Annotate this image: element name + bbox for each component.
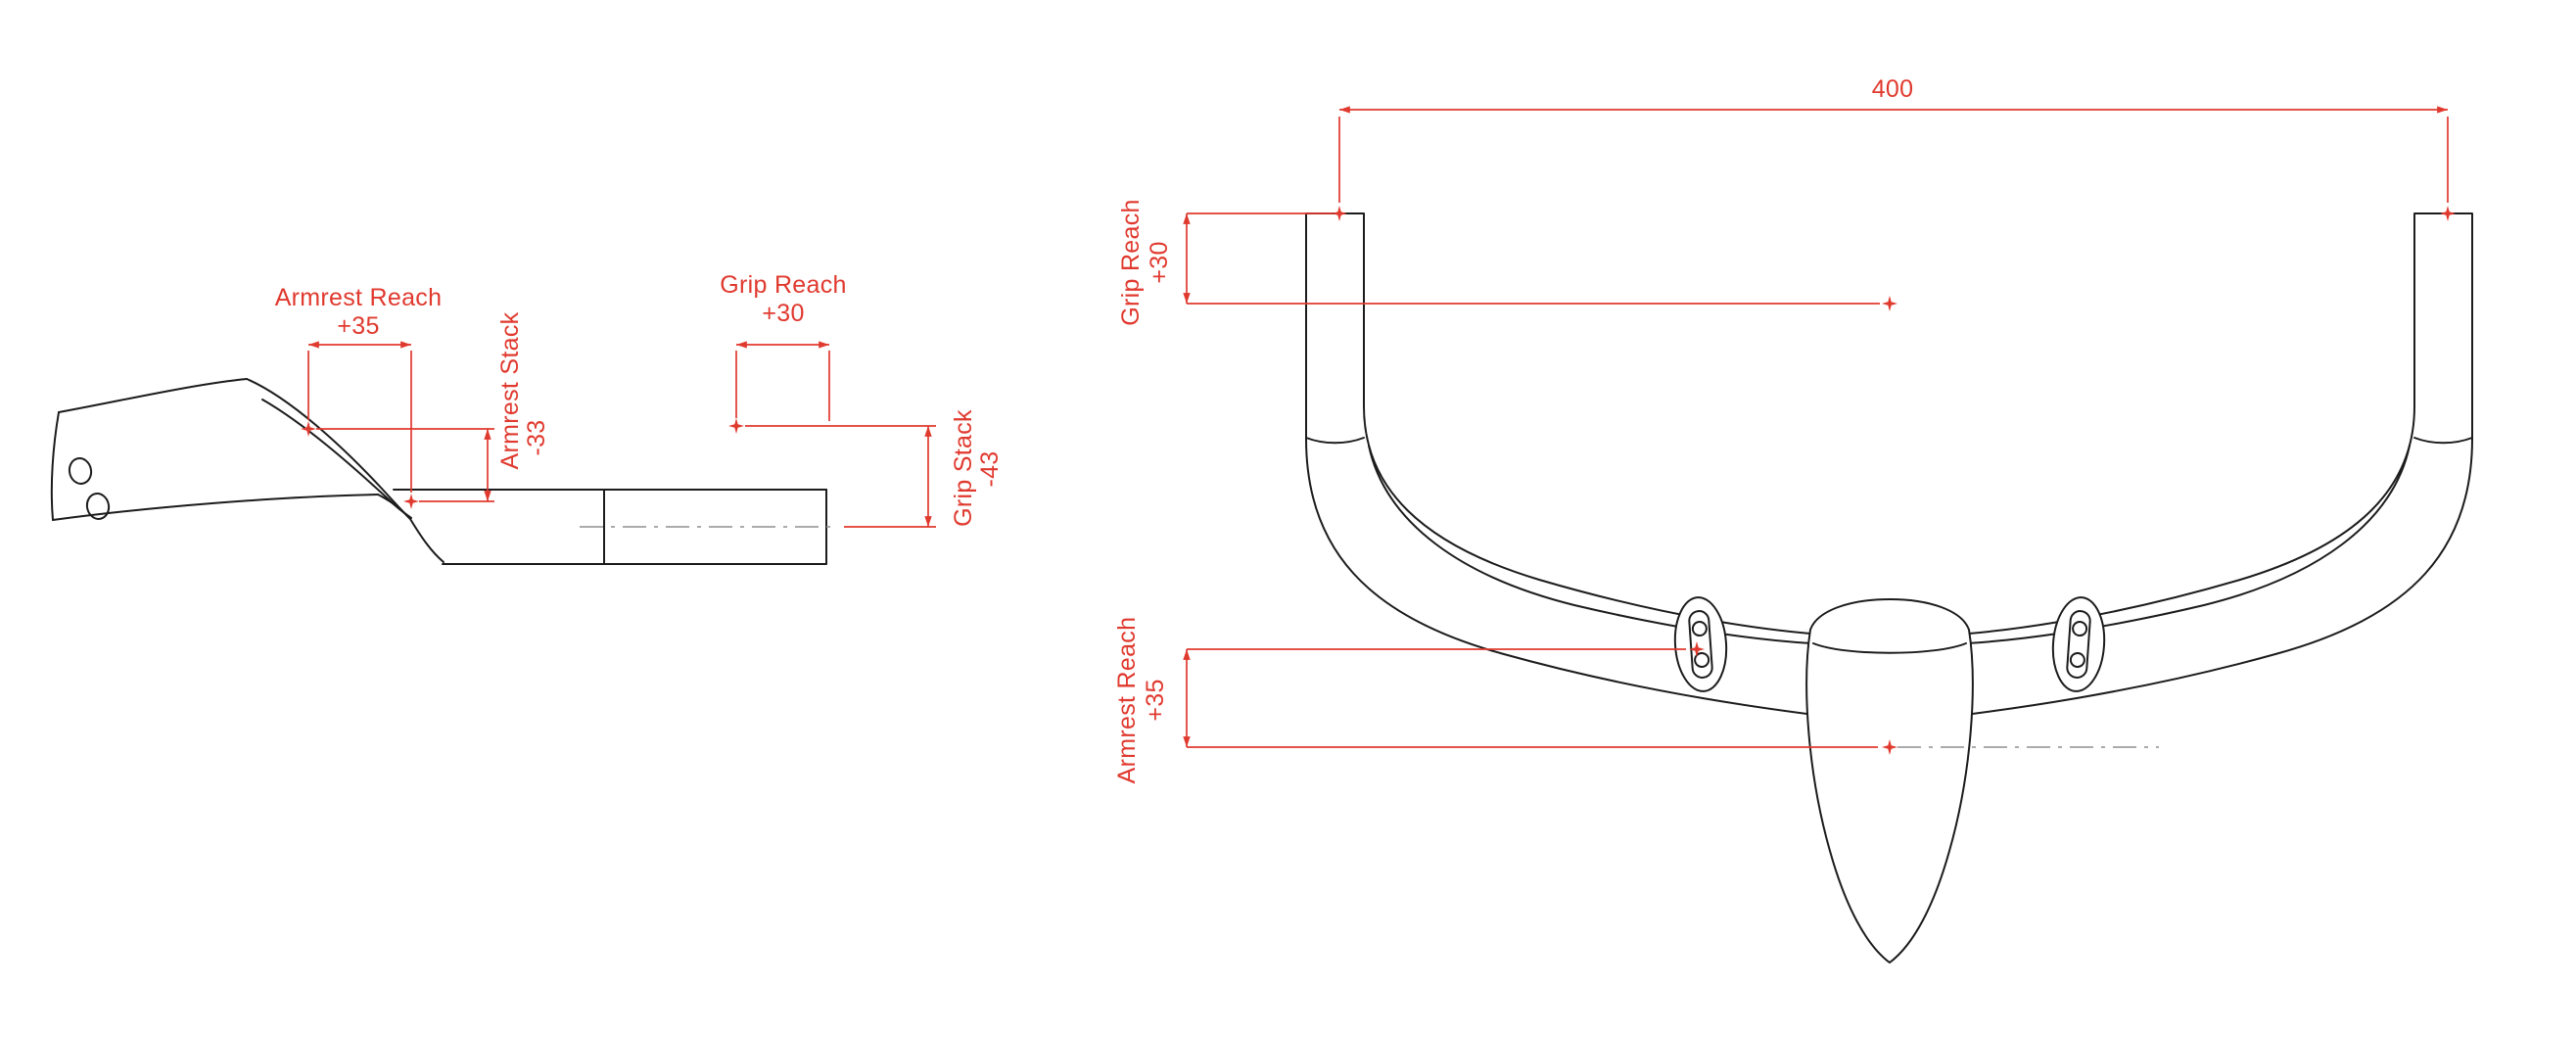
dimension-grip-reach-front: Grip Reach +30: [1117, 199, 1897, 326]
stem-fairing-contour: [1812, 642, 1967, 654]
dimension-value: -43: [976, 450, 1004, 487]
dimension-label: Armrest Stack: [496, 311, 524, 469]
dimension-grip-reach-side: Grip Reach +30: [720, 271, 846, 434]
dimension-armrest-reach-side: Armrest Reach +35: [275, 284, 443, 509]
pad-bolt-hole: [68, 457, 93, 485]
dimension-label: Grip Reach: [1117, 199, 1145, 325]
dimension-value: +35: [337, 312, 379, 340]
dimension-label: Grip Reach: [720, 271, 846, 299]
reference-marker: [403, 494, 419, 509]
dimension-value: +30: [1146, 241, 1173, 283]
reference-marker: [1882, 296, 1897, 311]
dimension-value: +35: [1142, 679, 1169, 721]
dimension-value: -33: [523, 419, 550, 455]
side-view: Armrest Reach +35 Armrest Stack -33 Grip…: [50, 271, 1004, 565]
wing-crease-line: [1368, 445, 1812, 644]
dimension-value: +30: [762, 300, 804, 327]
dimension-grip-stack-side: Grip Stack -43: [745, 409, 1004, 528]
dimension-label: Grip Stack: [950, 409, 977, 527]
front-view: 400 Grip Reach +30: [1113, 75, 2473, 964]
drop-joint-line: [1305, 437, 1365, 445]
reference-marker: [728, 418, 744, 434]
dimension-armrest-reach-front: Armrest Reach +35: [1113, 617, 1897, 784]
dimension-label: Armrest Reach: [275, 284, 443, 311]
dimension-armrest-stack-side: Armrest Stack -33: [316, 311, 550, 502]
dimension-label: Armrest Reach: [1113, 617, 1141, 784]
wing-crease-line: [1966, 445, 2411, 644]
armrest-bolt-slot-left: [1673, 596, 1728, 692]
pad-bolt-hole: [85, 493, 111, 520]
stem-fairing: [1805, 598, 1974, 964]
dimension-overall-width: 400: [1332, 75, 2456, 221]
armrest-pad-outline: [50, 378, 445, 563]
armrest-bolt-slot-right: [2051, 596, 2106, 692]
dimension-value: 400: [1872, 75, 1914, 103]
drop-joint-line: [2413, 437, 2473, 445]
